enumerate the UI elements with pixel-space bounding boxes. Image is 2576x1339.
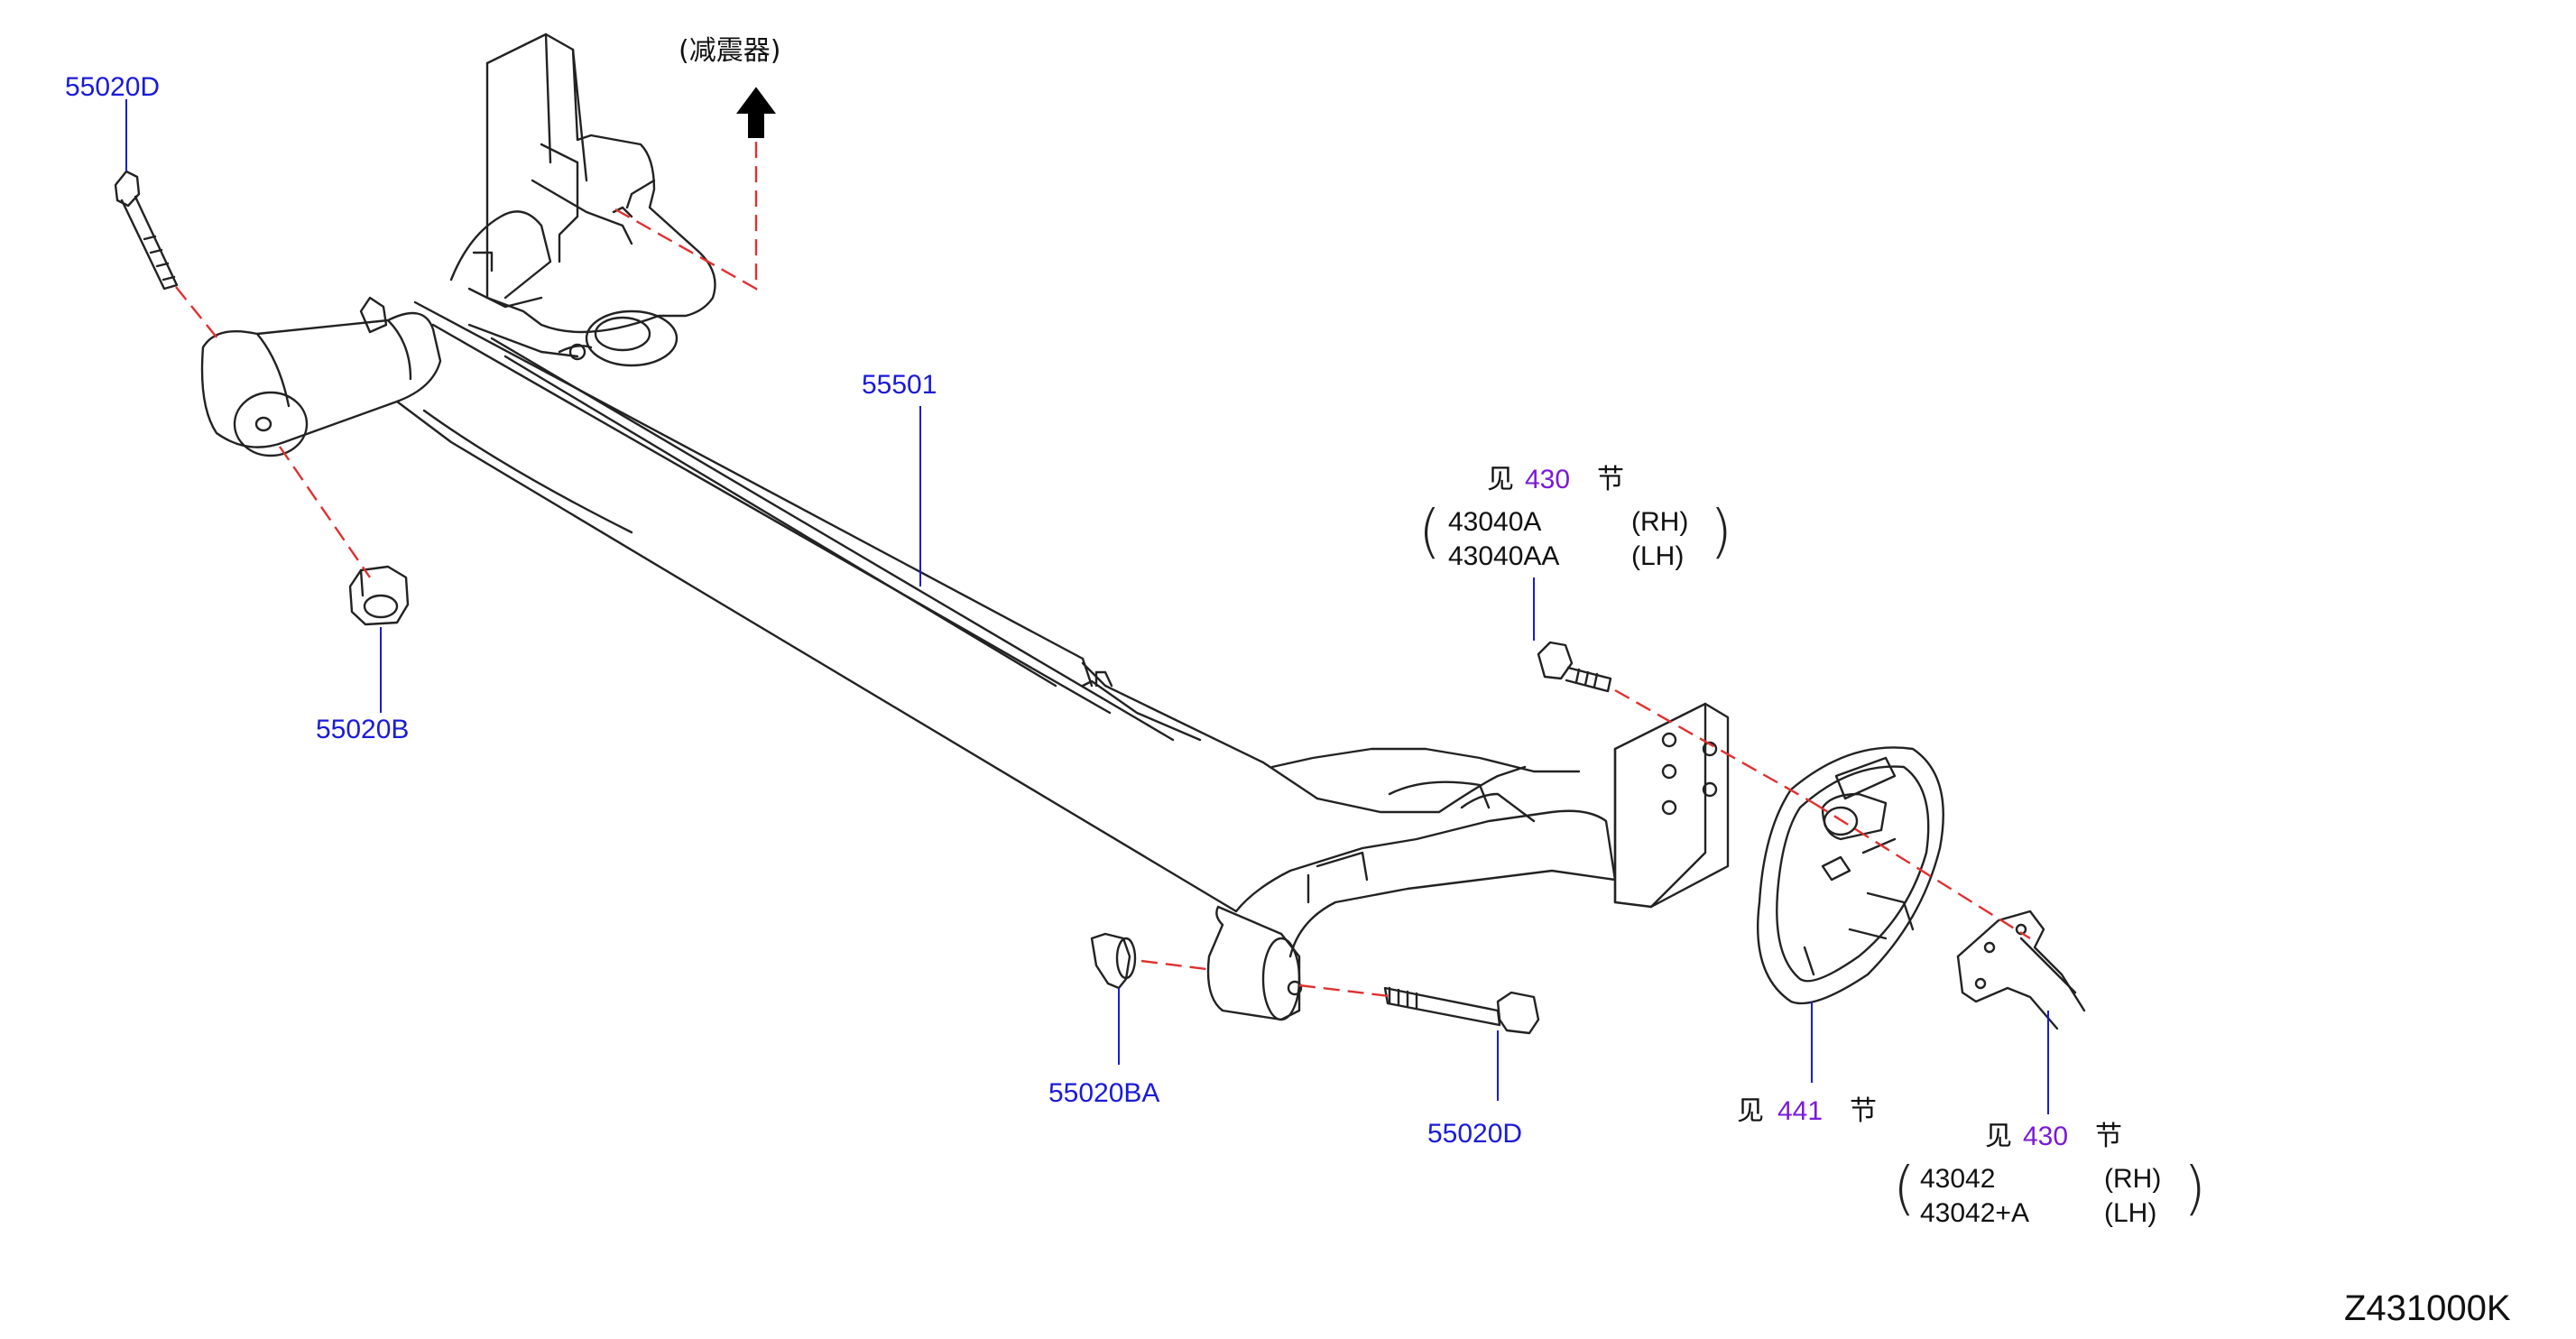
spindle-code-lh: 43042+A <box>1920 1198 2029 1228</box>
see-label: 见 <box>1985 1121 2012 1152</box>
shock-absorber-label: (减震器) <box>679 35 781 67</box>
hub-side-rh: (RH) <box>1631 507 1689 537</box>
spindle-43042 <box>1956 910 2086 1030</box>
see-label: 见 <box>1737 1095 1764 1127</box>
part-label-55020d-top[interactable]: 55020D <box>65 72 161 102</box>
section-link-441[interactable]: 441 <box>1777 1096 1824 1126</box>
section-suffix: 节 <box>1597 464 1624 495</box>
torsion-beam-axle <box>200 300 1730 1021</box>
section-link-430-spindle[interactable]: 430 <box>2023 1122 2069 1151</box>
bolt-55020d-bottom <box>1383 986 1540 1035</box>
see-label: 见 <box>1487 464 1514 495</box>
spindle-code-rh: 43042 <box>1920 1164 1996 1194</box>
spindle-side-rh: (RH) <box>2104 1164 2162 1194</box>
leader-lines <box>125 99 2049 1114</box>
part-label-55020b[interactable]: 55020B <box>316 715 410 744</box>
bolt-43040a <box>1537 641 1612 693</box>
hub-code-lh: 43040AA <box>1448 541 1560 571</box>
section-link-430-hub[interactable]: 430 <box>1525 465 1571 494</box>
bolt-55020d-top <box>114 170 179 291</box>
paren-open-spindle: ( <box>1893 1156 1916 1223</box>
hub-code-rh: 43040A <box>1448 507 1542 537</box>
part-label-55501[interactable]: 55501 <box>862 370 937 400</box>
paren-close-spindle: ) <box>2184 1156 2206 1223</box>
section-suffix: 节 <box>2095 1121 2122 1152</box>
paren-close-hub: ) <box>1710 499 1732 566</box>
diagram-code: Z431000K <box>2344 1288 2511 1328</box>
paren-open-hub: ( <box>1418 499 1441 566</box>
up-arrow-icon <box>736 87 776 138</box>
bushing-cap-55020ba <box>1090 932 1137 990</box>
spindle-side-lh: (LH) <box>2104 1198 2157 1228</box>
part-label-55020d-bottom[interactable]: 55020D <box>1427 1119 1523 1149</box>
alignment-dashes <box>175 135 2031 998</box>
brake-backing-plate <box>1756 746 1944 1005</box>
shock-mount-bracket <box>359 32 1113 688</box>
section-suffix: 节 <box>1850 1095 1877 1127</box>
nut-55020b <box>348 565 410 626</box>
hub-side-lh: (LH) <box>1631 541 1685 571</box>
part-label-55020ba[interactable]: 55020BA <box>1048 1078 1160 1108</box>
